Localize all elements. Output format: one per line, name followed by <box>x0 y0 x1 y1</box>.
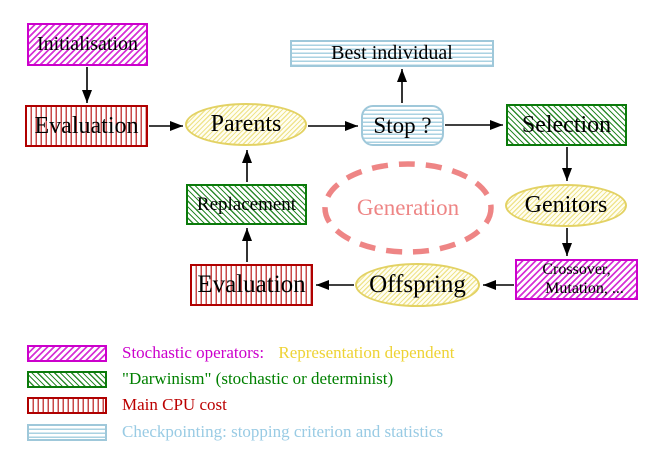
node-stop: Stop ? <box>361 105 444 146</box>
node-replacement-label: Replacement <box>196 193 297 215</box>
legend-row-checkpointing: Checkpointing: stopping criterion and st… <box>27 422 444 441</box>
legend-main-cpu-cost-label: Main CPU cost <box>122 395 227 414</box>
legend-row-darwinism: "Darwinism" (stochastic or determinist) <box>27 369 394 388</box>
node-selection: Selection <box>506 104 627 146</box>
node-initialisation-label: Initialisation <box>36 33 139 55</box>
generation-label: Generation <box>356 195 460 220</box>
legend-row-stochastic-operators: Stochastic operators: Representation dep… <box>27 343 455 362</box>
node-crossover-mutation: Crossover, Mutation, ... <box>515 259 638 300</box>
node-parents-label: Parents <box>210 111 282 137</box>
magenta-hatch-swatch <box>27 344 107 362</box>
node-evaluation-bottom: Evaluation <box>190 264 313 306</box>
node-crossover-line1: Crossover, <box>542 260 611 278</box>
cyan-stripes-swatch <box>27 423 107 441</box>
legend-checkpointing-label: Checkpointing: stopping criterion and st… <box>122 422 444 441</box>
node-parents: Parents <box>185 103 307 146</box>
red-stripes-swatch <box>27 396 107 414</box>
node-offspring-label: Offspring <box>369 271 466 298</box>
node-best-individual-label: Best individual <box>331 42 453 64</box>
node-evaluation-top: Evaluation <box>25 105 148 147</box>
node-selection-label: Selection <box>521 111 612 138</box>
node-best-individual: Best individual <box>290 40 494 67</box>
node-replacement: Replacement <box>186 184 307 225</box>
node-evaluation-bottom-label: Evaluation <box>197 271 306 298</box>
node-evaluation-top-label: Evaluation <box>34 112 139 139</box>
legend-row-main-cpu-cost: Main CPU cost <box>27 395 227 414</box>
node-genitors: Genitors <box>505 184 627 227</box>
node-initialisation: Initialisation <box>27 23 148 66</box>
green-hatch-swatch <box>27 370 107 388</box>
node-genitors-label: Genitors <box>524 192 608 218</box>
node-stop-label: Stop ? <box>373 112 432 138</box>
generation-loop-ellipse <box>322 161 494 255</box>
node-crossover-line2: Mutation, ... <box>545 279 624 297</box>
legend-representation-dependent-label: Representation dependent <box>278 343 455 362</box>
legend-darwinism-label: "Darwinism" (stochastic or determinist) <box>122 369 394 388</box>
legend-stochastic-operators-label: Stochastic operators: <box>122 343 265 362</box>
node-offspring: Offspring <box>355 263 480 307</box>
